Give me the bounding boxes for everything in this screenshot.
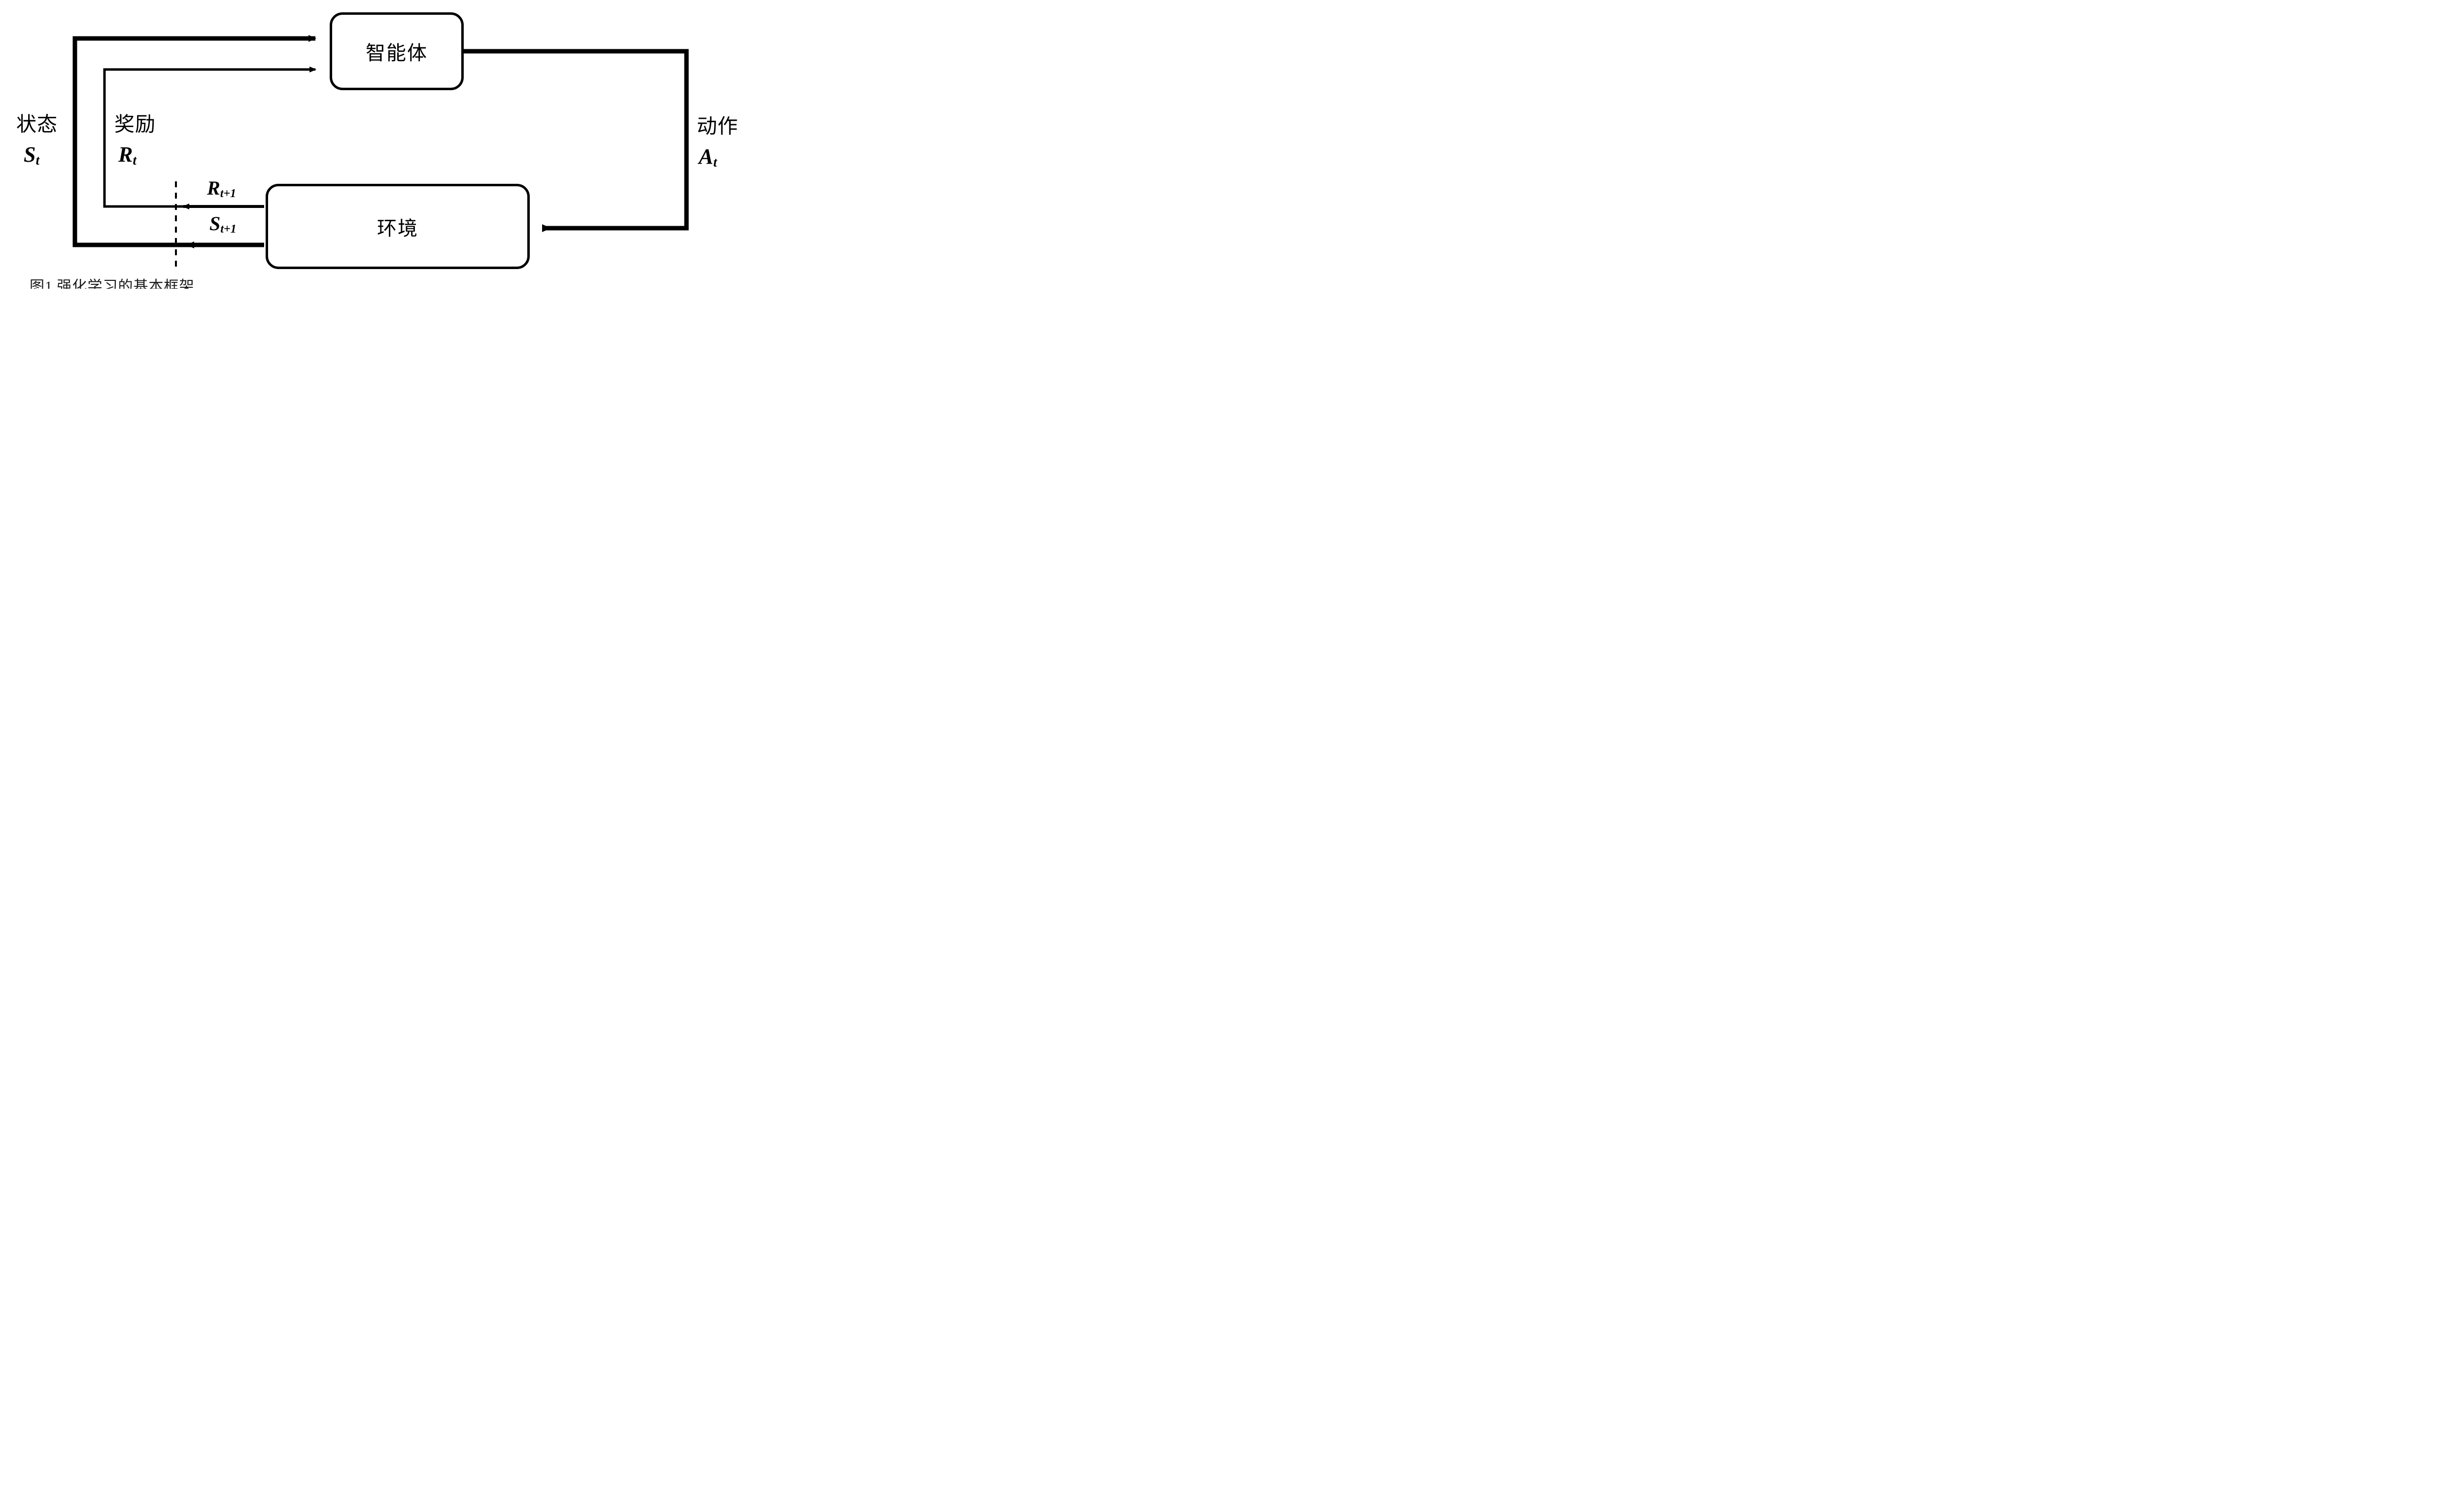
reward-label-cn: 奖励 (114, 113, 156, 136)
node-environment-label: 环境 (377, 217, 418, 239)
reward-next-symbol: Rt+1 (207, 176, 236, 200)
reward-symbol-base: R (118, 142, 133, 167)
figure-caption: 图1 强化学习的基本框架 (30, 278, 195, 289)
reward-next-sub: t+1 (220, 187, 237, 201)
action-symbol-base: A (699, 144, 714, 169)
node-agent-label: 智能体 (366, 42, 428, 64)
state-label-cn: 状态 (16, 113, 58, 136)
action-symbol-sub: t (713, 155, 717, 170)
reward-symbol-sub: t (133, 153, 137, 168)
state-symbol-sub: t (35, 153, 40, 168)
action-symbol: At (699, 144, 717, 170)
action-wire (464, 49, 689, 232)
diagram-canvas: 智能体 环境 状态 St 奖励 Rt 动作 At Rt+1 St+1 图1 强化… (0, 0, 757, 289)
node-agent[interactable]: 智能体 (330, 12, 464, 90)
state-next-base: S (209, 212, 221, 235)
reward-symbol: Rt (118, 142, 137, 168)
state-wire (72, 35, 316, 247)
state-symbol: St (24, 142, 40, 168)
node-environment[interactable]: 环境 (266, 184, 530, 269)
diagram-wires (72, 35, 689, 272)
state-next-symbol: St+1 (209, 212, 237, 236)
state-symbol-base: S (24, 142, 36, 167)
state-next-sub: t+1 (220, 223, 237, 236)
reward-next-base: R (207, 177, 220, 199)
action-label-cn: 动作 (697, 115, 738, 137)
